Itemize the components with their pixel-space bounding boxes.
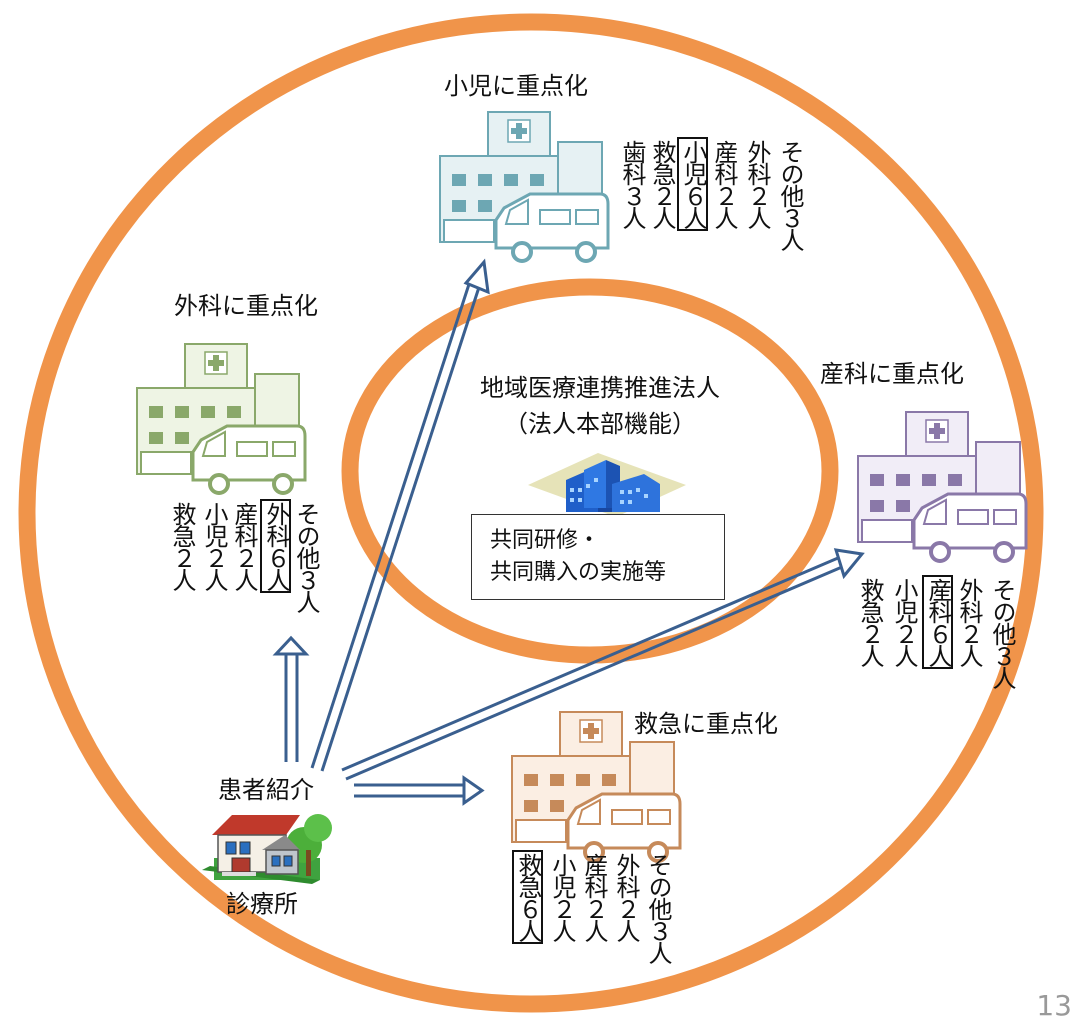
emergency-title: 救急に重点化: [634, 710, 778, 738]
shared-activities-box: 共同研修・ 共同購入の実施等: [471, 514, 725, 600]
staff-column: 救急２人: [856, 578, 884, 666]
staff-column: 救急２人: [648, 140, 676, 228]
staff-column: 小児２人: [548, 853, 576, 941]
staff-column: 小児２人: [200, 502, 228, 590]
arrow-to-obstetrics: [341, 548, 865, 781]
staff-column: 外科２人: [612, 853, 640, 941]
clinic-house-icon: [202, 814, 332, 884]
shared-activities-line-2: 共同購入の実施等: [490, 560, 667, 585]
staff-column: その他３人: [988, 578, 1016, 688]
pediatrics-title: 小児に重点化: [444, 72, 588, 100]
arrow-to-pediatrics: [310, 258, 490, 772]
staff-column: その他３人: [292, 502, 320, 612]
inner-ring: [341, 278, 839, 664]
staff-column: 小児２人: [890, 578, 918, 666]
patient-referral-label: 患者紹介: [218, 776, 314, 804]
pediatrics-hospital-icon: [440, 112, 608, 261]
surgery-hospital-icon: [137, 344, 305, 493]
staff-column: その他３人: [644, 853, 672, 963]
outer-ring: [18, 13, 1044, 1013]
staff-column: 産科２人: [230, 502, 258, 590]
arrow-to-emergency: [354, 775, 485, 806]
page-number: 13: [1036, 989, 1072, 1022]
headquarters-building-icon: [528, 453, 686, 517]
surgery-title: 外科に重点化: [174, 292, 318, 320]
staff-column: 産科２人: [710, 140, 738, 228]
obstetrics-title: 産科に重点化: [820, 360, 964, 388]
staff-column-highlighted: 小児６人: [677, 137, 708, 231]
staff-column-highlighted: 外科６人: [260, 499, 291, 593]
staff-column: 歯科３人: [618, 140, 646, 228]
arrow-to-surgery: [272, 635, 310, 762]
obstetrics-hospital-icon: [858, 412, 1026, 561]
clinic-label: 診療所: [226, 890, 298, 918]
corporation-title: 地域医療連携推進法人: [480, 374, 720, 402]
referral-arrows: [272, 258, 865, 806]
staff-column: 外科２人: [743, 140, 771, 228]
staff-column: 救急２人: [168, 502, 196, 590]
staff-column: 外科２人: [955, 578, 983, 666]
staff-column: その他３人: [776, 140, 804, 250]
staff-column: 産科２人: [580, 853, 608, 941]
staff-column-highlighted: 救急６人: [512, 850, 543, 944]
shared-activities-line-1: 共同研修・: [490, 528, 601, 553]
staff-column-highlighted: 産科６人: [922, 575, 953, 669]
corporation-subtitle: （法人本部機能）: [504, 410, 696, 438]
